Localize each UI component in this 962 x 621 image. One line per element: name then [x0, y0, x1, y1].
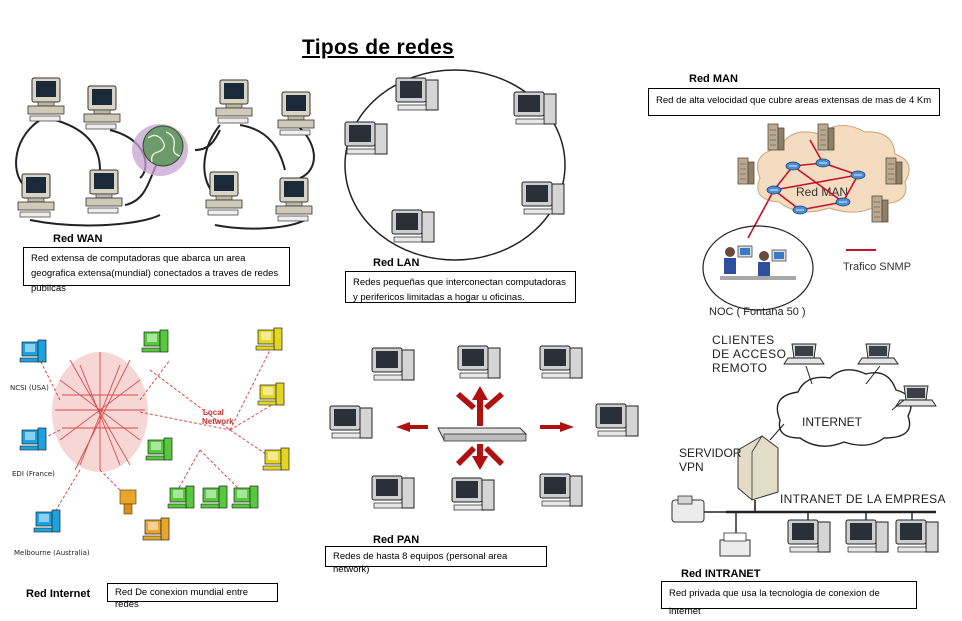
intranet-diagram: INTERNET: [671, 343, 939, 557]
local-network-label-1: Local: [203, 408, 224, 417]
intranet-label: Red INTRANET: [681, 568, 761, 580]
lan-label: Red LAN: [373, 257, 420, 269]
internet-description: Red De conexion mundial entre redes: [107, 583, 278, 610]
wan-diagram: [15, 77, 315, 230]
pan-label: Red PAN: [373, 534, 420, 546]
wan-label: Red WAN: [53, 233, 103, 245]
pan-description: Redes de hasta 8 equipos (personal area …: [325, 546, 547, 575]
internet-label: Red Internet: [26, 588, 91, 600]
lan-description: Redes pequeñas que interconectan computa…: [345, 271, 576, 303]
noc-operators: [720, 245, 796, 280]
internet-node-label-france: EDI (France): [12, 470, 55, 478]
wan-description: Red extensa de computadoras que abarca u…: [23, 247, 290, 294]
remote-clients-label: CLIENTES DE ACCESO REMOTO: [712, 333, 787, 375]
company-intranet-label: INTRANET DE LA EMPRESA: [780, 492, 946, 506]
man-description: Red de alta velocidad que cubre areas ex…: [648, 88, 940, 116]
internet-node-label-australia: Melbourne (Australia): [14, 549, 90, 557]
page-title: Tipos de redes: [302, 36, 455, 59]
man-diagram: Red MAN: [702, 123, 911, 318]
man-label: Red MAN: [689, 73, 738, 85]
legend-label: Trafico SNMP: [843, 261, 911, 273]
intranet-cloud-label: INTERNET: [802, 415, 863, 429]
internet-node-label-usa: NCSI (USA): [10, 384, 49, 392]
vpn-server-label: SERVIDOR VPN: [679, 446, 742, 474]
internet-diagram: Local Network NCSI (USA) EDI (France) Me…: [10, 327, 290, 557]
lan-diagram: [344, 69, 566, 261]
pan-diagram: [329, 345, 639, 511]
local-network-label-2: Network: [202, 417, 234, 426]
intranet-description: Red privada que usa la tecnologia de con…: [661, 581, 917, 617]
noc-label: NOC ( Fontana 50 ): [709, 306, 806, 318]
